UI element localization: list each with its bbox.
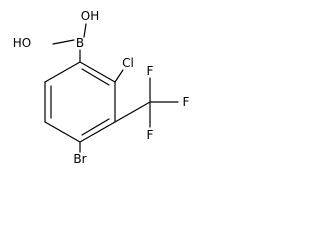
bond-ring-chlorine — [114, 69, 124, 83]
bond-ring-cf3 — [114, 101, 151, 123]
atom-label-oh-top: OH — [81, 9, 99, 23]
atom-label-oh-left: HO — [13, 36, 31, 50]
ring-bond-c1-c2 — [79, 61, 116, 83]
atom-label-bromine: Br — [73, 152, 86, 166]
bond-boron-oh-left — [52, 39, 75, 45]
ring-bond-c6-c1 — [44, 61, 81, 83]
atom-label-boron: B — [76, 36, 84, 50]
bond-boron-oh-top — [83, 23, 87, 38]
ring-bond-c4-c5 — [44, 121, 81, 143]
ring-double-bond-c1-c2 — [81, 68, 110, 86]
ring-bond-c3-c4 — [79, 121, 116, 143]
ring-double-bond-c3-c4 — [81, 118, 110, 136]
atom-label-fluorine-top: F — [147, 64, 154, 78]
atom-label-chlorine: Cl — [122, 56, 134, 70]
atom-label-fluorine-bottom: F — [147, 128, 154, 142]
atom-label-fluorine-right: F — [183, 95, 190, 109]
chemical-structure-diagram: OH HO B Cl F F F Br — [13, 9, 190, 166]
